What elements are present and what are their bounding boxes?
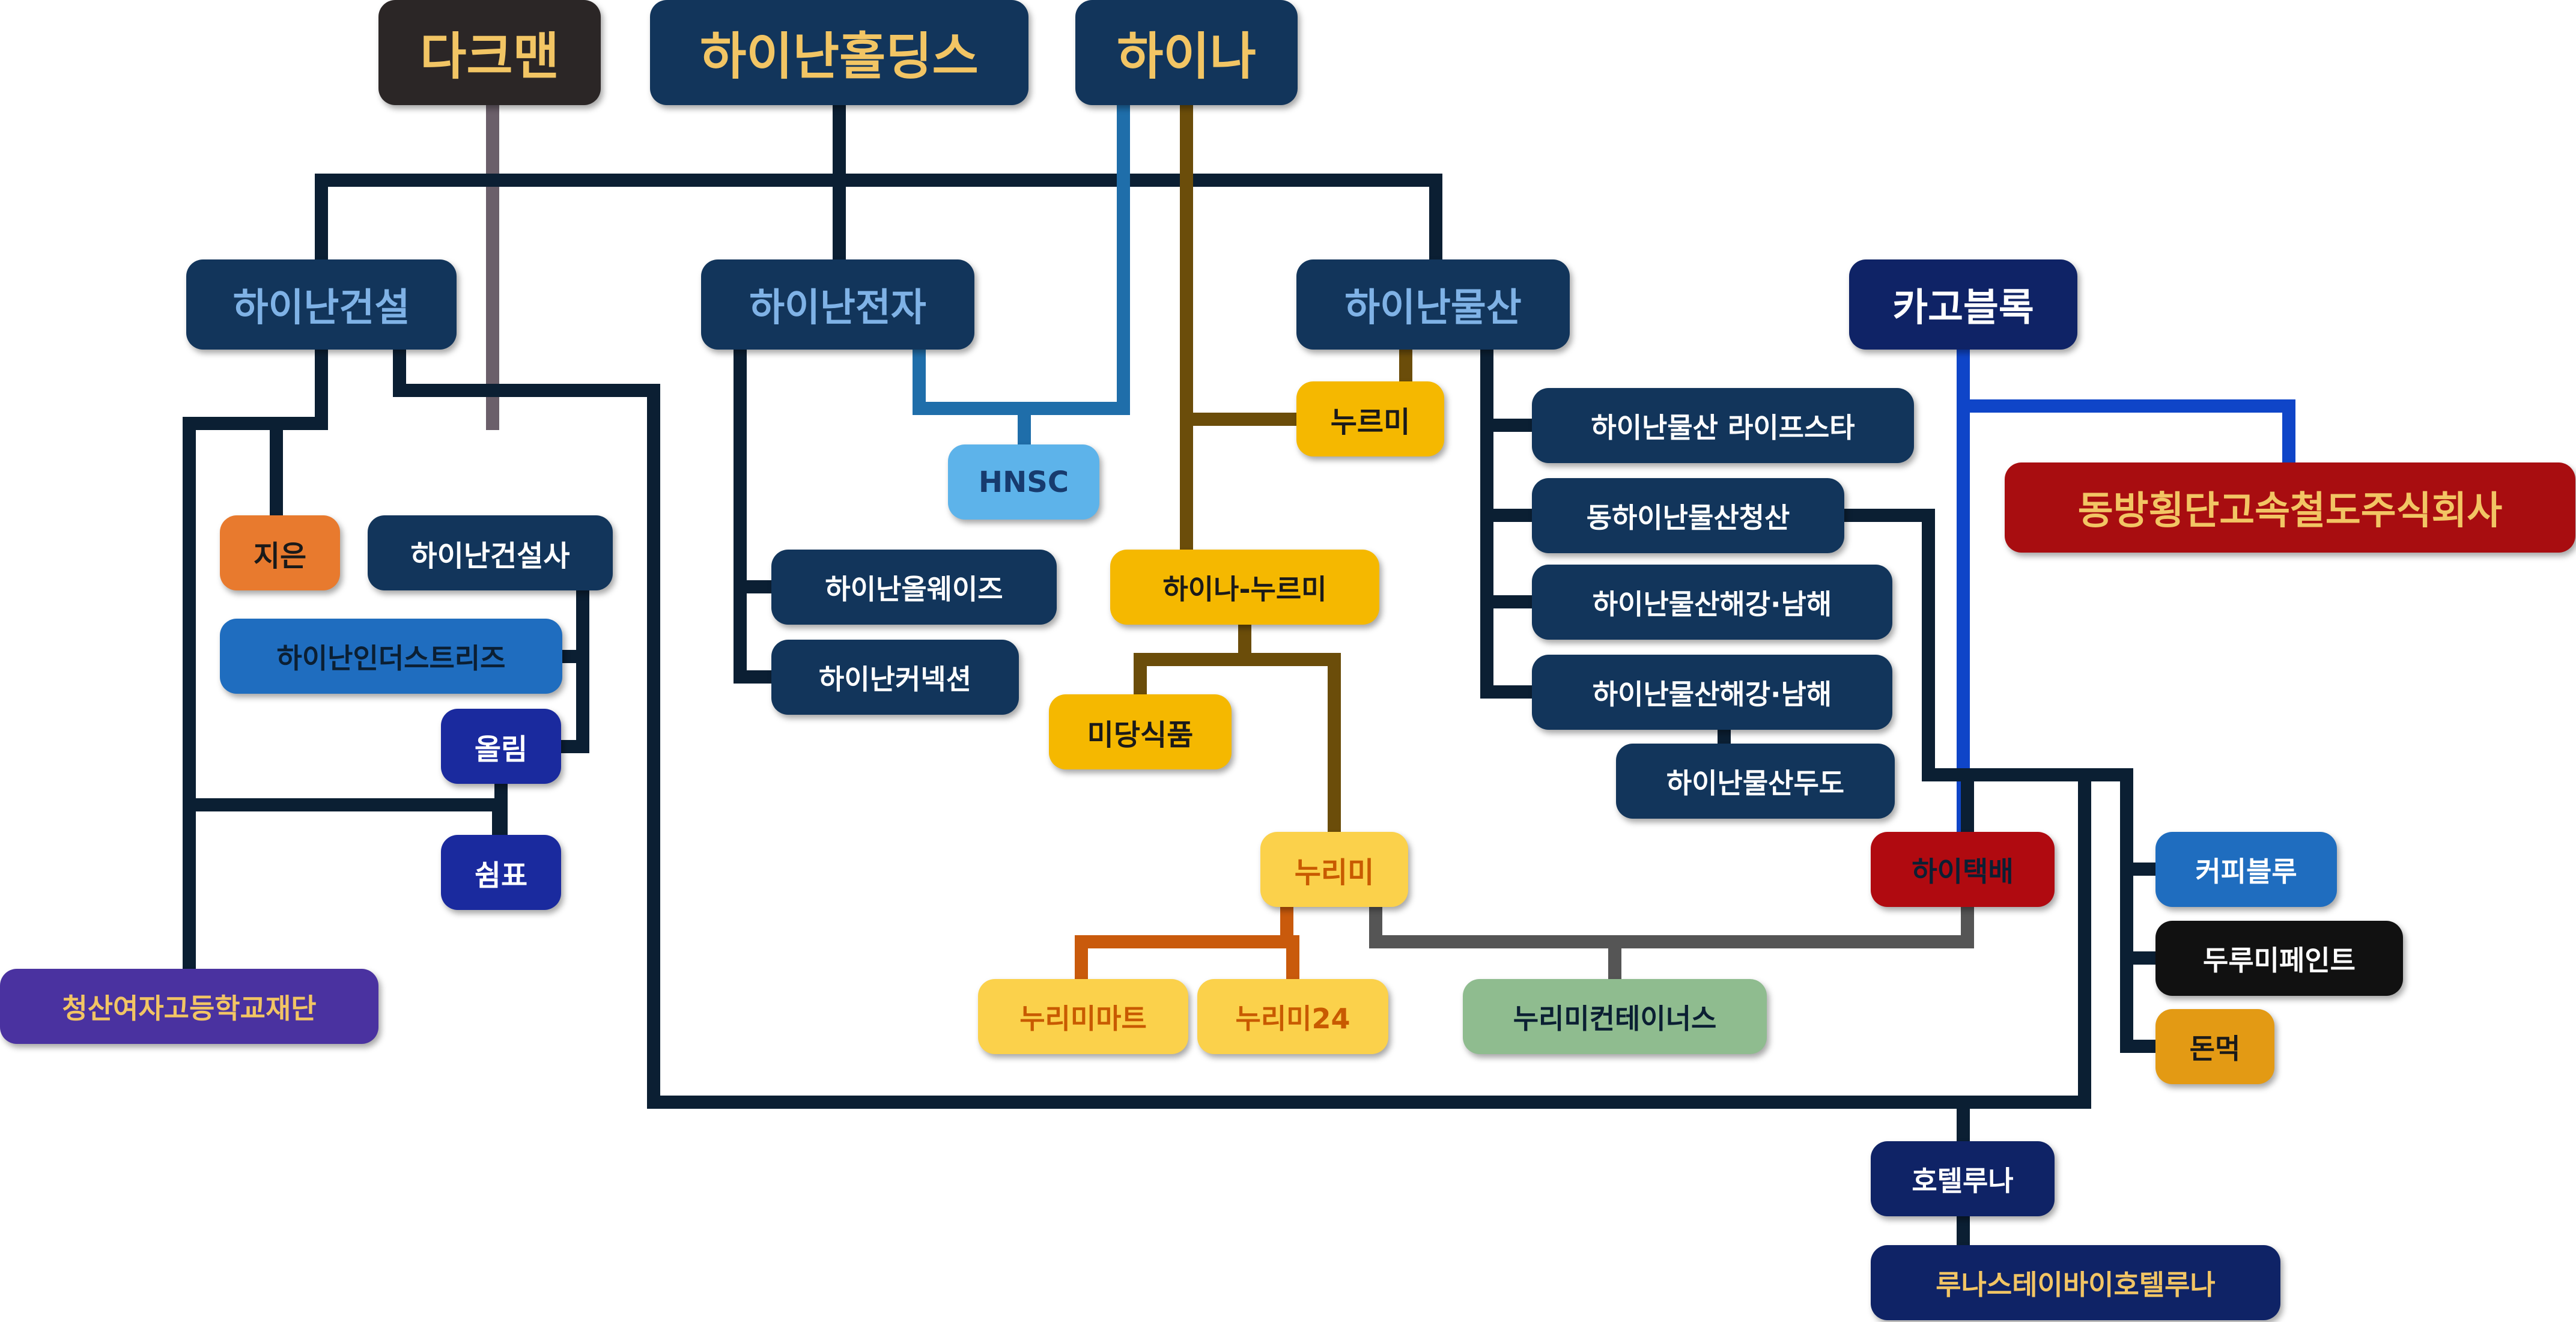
node-label: 청산여자고등학교재단 <box>62 992 317 1025</box>
connector-hainan-trading-to-east-hainan-trading <box>1480 419 1539 522</box>
node-hainan-construction: 하이난건설 <box>186 259 457 350</box>
connector-haina-to-hnsc <box>1018 99 1130 451</box>
connector-hainan-trading-to-hainan-trading-shipping-b <box>1480 595 1539 699</box>
connector-hainan-construction-to-jieun <box>270 343 328 522</box>
node-hai-delivery: 하이택배 <box>1871 832 2055 907</box>
node-hainan-trading-lifestyle: 하이난물산 라이프스타 <box>1532 388 1914 463</box>
node-cheongsan-school: 청산여자고등학교재단 <box>0 969 378 1044</box>
node-label: 하이난물산 <box>1344 286 1522 330</box>
connector-nurimi2-to-nurimi24 <box>1280 935 1299 986</box>
node-hnsc: HNSC <box>948 444 1099 520</box>
node-lunastay-hotel-luna: 루나스테이바이호텔루나 <box>1871 1245 2280 1320</box>
node-label: 하이난건설 <box>232 286 410 330</box>
node-hainan-connection: 하이난커넥션 <box>771 640 1019 715</box>
node-nurimi: 누르미 <box>1296 381 1444 456</box>
connector-hainan-electronics-to-hainan-connection <box>734 580 778 684</box>
node-label: 미당식품 <box>1087 718 1194 752</box>
connector-hainan-holdings-to-hainan-trading <box>833 174 1442 266</box>
node-label: 하이난물산해강·남해 <box>1592 587 1832 620</box>
node-swimpyo: 쉼표 <box>441 835 561 910</box>
node-kagoblock: 카고블록 <box>1849 259 2077 350</box>
node-hainan-trading-shipping-a: 하이난물산해강·남해 <box>1532 565 1892 640</box>
node-label: 하이나 <box>1117 27 1256 86</box>
node-label: 하이난홀딩스 <box>700 27 979 86</box>
node-label: 동하이난물산청산 <box>1586 501 1790 534</box>
node-midang-food: 미당식품 <box>1049 694 1232 769</box>
connector-haina-nurimi-to-nurimi2 <box>1238 653 1341 838</box>
node-label: 지은 <box>253 539 307 573</box>
node-label: 누리미마트 <box>1019 1002 1147 1035</box>
node-label: 하이난물산 라이프스타 <box>1591 411 1855 444</box>
node-nurimi24: 누리미24 <box>1197 979 1388 1054</box>
connector-hainan-trading-to-hainan-trading-shipping-a <box>1480 509 1539 608</box>
node-haina: 하이나 <box>1075 0 1298 105</box>
connector-hainan-construction-to-cheongsan-school <box>183 417 283 975</box>
connector-kagoblock-to-dongbang-railway <box>1957 343 2295 469</box>
node-label: 하이난인더스트리즈 <box>276 641 506 675</box>
node-label: HNSC <box>978 465 1069 499</box>
connector-hainan-electronics-to-hnsc <box>913 343 1031 415</box>
node-label: 커피블루 <box>2195 855 2297 888</box>
node-label: 두루미페인트 <box>2203 944 2356 977</box>
node-jieun: 지은 <box>220 515 340 590</box>
connector-haina-nurimi-to-midang-food <box>1134 618 1251 701</box>
connector-hainan-electronics-to-hainan-allways <box>734 343 778 593</box>
node-coffee-blue: 커피블루 <box>2155 832 2337 907</box>
node-label: 다크맨 <box>420 27 559 86</box>
node-label: 누리미컨테이너스 <box>1513 1002 1717 1035</box>
node-label: 누르미 <box>1330 405 1411 439</box>
node-hotel-luna: 호텔루나 <box>1871 1141 2055 1216</box>
node-hainan-electronics: 하이난전자 <box>701 259 974 350</box>
node-nurimi-mart: 누리미마트 <box>978 979 1188 1054</box>
node-label: 누리미24 <box>1235 1002 1350 1035</box>
node-label: 하이난물산해강·남해 <box>1592 678 1832 711</box>
connector-hainan-holdings-to-hainan-construction <box>315 99 846 266</box>
connector-hai-delivery-to-coffee-blue <box>1922 768 2162 876</box>
connector-hainan-construction-to-swimpyo <box>183 798 505 841</box>
node-label: 하이나-누르미 <box>1162 572 1327 605</box>
node-hainan-trading: 하이난물산 <box>1296 259 1570 350</box>
node-label: 돈먹 <box>2189 1032 2241 1065</box>
node-label: 하이난물산두도 <box>1666 766 1845 799</box>
node-label: 하이택배 <box>1912 855 2014 888</box>
connector-hainan-construction-to-hotel-luna <box>393 343 2091 1109</box>
node-label: 루나스테이바이호텔루나 <box>1936 1268 2216 1301</box>
node-east-hainan-trading: 동하이난물산청산 <box>1532 478 1844 553</box>
node-donmeok: 돈먹 <box>2155 1009 2274 1084</box>
node-label: 누리미 <box>1294 855 1375 890</box>
node-hainan-allways: 하이난올웨이즈 <box>771 550 1057 625</box>
node-label: 동방횡단고속철도주식회사 <box>2077 489 2503 533</box>
node-hainan-construction-co: 하이난건설사 <box>368 515 613 590</box>
connector-hai-delivery-to-durumi-paint <box>2120 863 2162 965</box>
node-label: 올림 <box>474 732 528 766</box>
connector-nurimi2-to-nurimi-containers <box>1369 900 1621 986</box>
node-label: 호텔루나 <box>1912 1164 2014 1197</box>
node-durumi-paint: 두루미페인트 <box>2155 921 2403 996</box>
node-dongbang-railway: 동방횡단고속철도주식회사 <box>2005 462 2575 553</box>
connector-hainan-construction-co-to-ollim <box>554 650 589 753</box>
node-hainan-holdings: 하이난홀딩스 <box>650 0 1028 105</box>
node-label: 하이난커넥션 <box>819 663 971 696</box>
node-nurimi2: 누리미 <box>1260 832 1408 907</box>
connector-hainan-trading-to-hainan-trading-lifestyle <box>1480 343 1539 432</box>
connector-hai-delivery-to-nurimi-containers <box>1608 900 1974 948</box>
node-darkman: 다크맨 <box>378 0 601 105</box>
node-hainan-industries: 하이난인더스트리즈 <box>220 619 562 694</box>
node-label: 하이난올웨이즈 <box>825 572 1003 605</box>
connector-hai-delivery-to-donmeok <box>2120 951 2162 1053</box>
node-ollim: 올림 <box>441 709 561 784</box>
node-hainan-trading-dudo: 하이난물산두도 <box>1616 744 1895 819</box>
connector-hainan-construction-co-to-hainan-industries <box>556 584 589 663</box>
node-label: 하이난전자 <box>749 286 926 330</box>
node-nurimi-containers: 누리미컨테이너스 <box>1463 979 1767 1054</box>
node-label: 쉼표 <box>474 858 528 893</box>
node-haina-nurimi: 하이나-누르미 <box>1110 550 1379 625</box>
connector-nurimi2-to-nurimi-mart <box>1075 900 1293 986</box>
connector-haina-to-nurimi <box>1180 99 1303 426</box>
node-hainan-trading-shipping-b: 하이난물산해강·남해 <box>1532 655 1892 730</box>
node-label: 카고블록 <box>1892 286 2034 330</box>
node-label: 하이난건설사 <box>410 539 570 573</box>
